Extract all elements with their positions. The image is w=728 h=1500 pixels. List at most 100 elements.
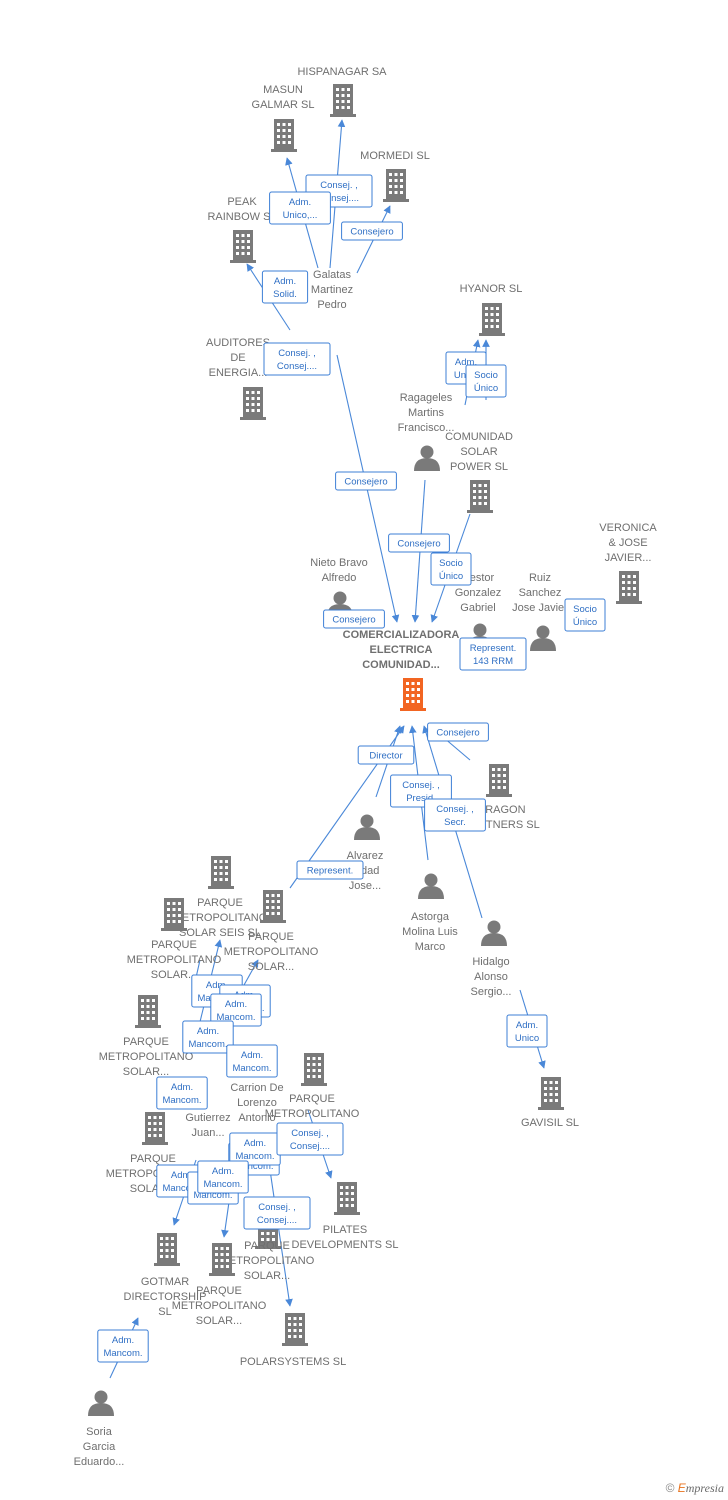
relation-label-box[interactable]: [97, 1329, 149, 1363]
node-label[interactable]: HISPANAGAR SA: [297, 66, 387, 78]
brand-name[interactable]: mpresia: [685, 1481, 724, 1495]
company-building-icon[interactable]: [161, 898, 187, 931]
relation-label-box[interactable]: [210, 993, 262, 1027]
relation-label[interactable]: Adm.Mancom.: [182, 1020, 234, 1054]
relation-label[interactable]: Consejero: [335, 471, 397, 491]
company-building-icon[interactable]: [208, 856, 234, 889]
person-icon[interactable]: [530, 625, 556, 652]
relation-label-box[interactable]: [465, 364, 507, 398]
company-building-icon[interactable]: [330, 84, 356, 117]
person-icon[interactable]: [354, 814, 380, 841]
node-polarsystems[interactable]: POLARSYSTEMS SL: [240, 1313, 346, 1368]
relation-label-box[interactable]: [156, 1076, 208, 1110]
company-building-icon[interactable]: [135, 995, 161, 1028]
relation-label[interactable]: Adm.Mancom.: [226, 1044, 278, 1078]
company-building-icon[interactable]: [271, 119, 297, 152]
node-label[interactable]: GAVISIL SL: [521, 1117, 579, 1129]
relation-label-box[interactable]: [388, 533, 450, 553]
main-company-building-icon[interactable]: [400, 678, 426, 711]
relation-label[interactable]: Adm.Mancom.: [97, 1329, 149, 1363]
person-icon[interactable]: [418, 873, 444, 900]
node-gavisil[interactable]: GAVISIL SL: [521, 1077, 579, 1129]
relation-label-box[interactable]: [263, 342, 331, 376]
relation-label[interactable]: Adm.Solid.: [261, 270, 309, 304]
relation-label[interactable]: Adm.Unico,...: [269, 191, 331, 225]
company-building-icon[interactable]: [486, 764, 512, 797]
person-icon[interactable]: [414, 445, 440, 472]
relation-label-box[interactable]: [269, 191, 331, 225]
relation-label[interactable]: Consejero: [427, 722, 489, 742]
relation-label-box[interactable]: [323, 609, 385, 629]
relation-label[interactable]: Consej. ,Secr.: [424, 798, 486, 832]
relation-label-box[interactable]: [341, 221, 403, 241]
company-building-icon[interactable]: [467, 480, 493, 513]
relation-label-box[interactable]: [226, 1044, 278, 1078]
brand-initial[interactable]: E: [677, 1481, 686, 1495]
node-label[interactable]: POLARSYSTEMS SL: [240, 1356, 346, 1368]
company-building-icon[interactable]: [538, 1077, 564, 1110]
company-building-icon[interactable]: [209, 1243, 235, 1276]
relation-label[interactable]: Director: [357, 745, 415, 765]
company-building-icon[interactable]: [383, 169, 409, 202]
relation-label[interactable]: Represent.: [296, 860, 364, 880]
relation-label-box[interactable]: [335, 471, 397, 491]
relation-label-box[interactable]: [296, 860, 364, 880]
company-building-icon[interactable]: [282, 1313, 308, 1346]
relation-label-box[interactable]: [261, 270, 309, 304]
relation-label[interactable]: Consejero: [388, 533, 450, 553]
relation-label-box[interactable]: [357, 745, 415, 765]
person-icon[interactable]: [481, 920, 507, 947]
relation-label-box[interactable]: [197, 1160, 249, 1194]
relation-label[interactable]: Adm.Mancom.: [210, 993, 262, 1027]
company-building-icon[interactable]: [154, 1233, 180, 1266]
node-hispanagar[interactable]: HISPANAGAR SA: [297, 66, 387, 117]
relation-label[interactable]: Consejero: [323, 609, 385, 629]
relation-label-box[interactable]: [564, 598, 606, 632]
company-building-icon[interactable]: [334, 1182, 360, 1215]
relation-label[interactable]: Represent.143 RRM: [459, 637, 527, 671]
relation-label[interactable]: Adm.Mancom.: [229, 1132, 281, 1166]
company-building-icon[interactable]: [616, 571, 642, 604]
relation-label-box[interactable]: [430, 552, 472, 586]
